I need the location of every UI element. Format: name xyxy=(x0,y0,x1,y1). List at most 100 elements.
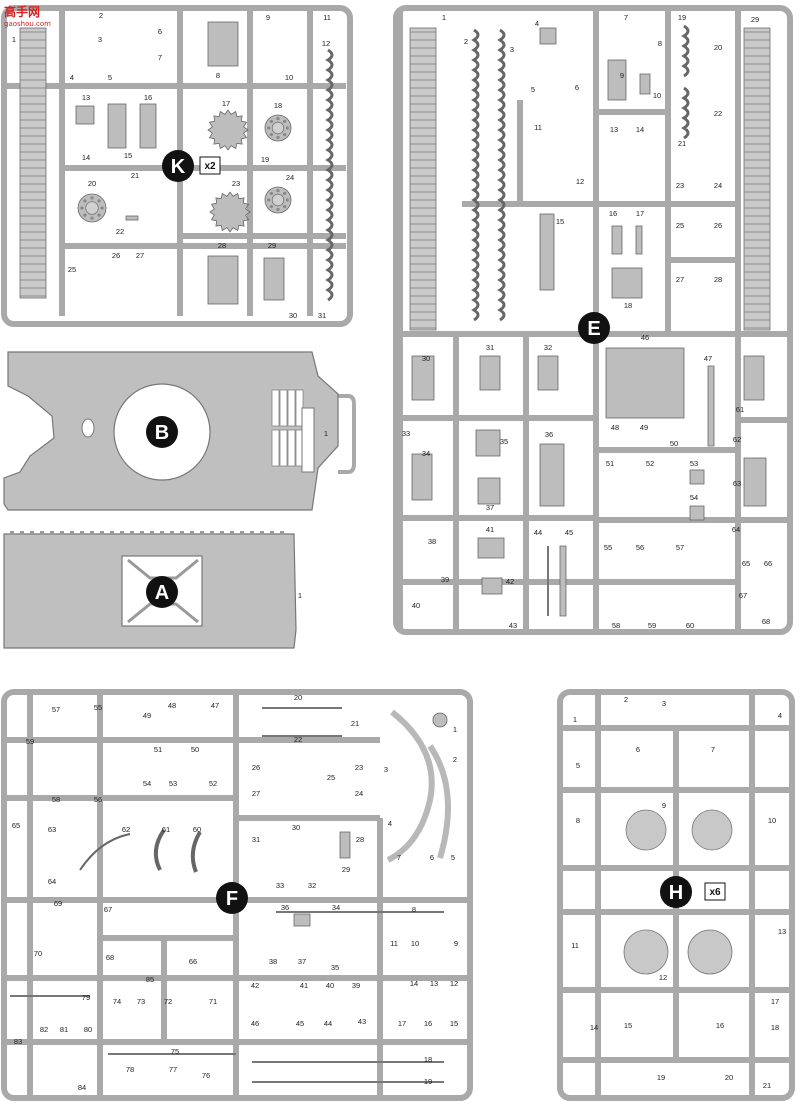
part-number-e-2: 2 xyxy=(464,37,468,46)
part-number-f-85: 85 xyxy=(146,975,154,984)
part-number-f-76: 76 xyxy=(202,1071,210,1080)
drive-sprocket-k17 xyxy=(207,109,249,151)
part-number-f-60: 60 xyxy=(193,825,201,834)
small-part xyxy=(479,355,501,391)
part-number-f-12: 12 xyxy=(450,979,458,988)
small-part xyxy=(411,453,433,501)
road-wheel-k24-bolt xyxy=(285,198,289,202)
part-number-f-9: 9 xyxy=(454,939,458,948)
hull-bolt xyxy=(250,531,254,535)
hull-bolt xyxy=(230,531,234,535)
road-wheel-k20-bolt xyxy=(90,216,94,220)
engine-grille xyxy=(287,429,296,467)
part-number-f-69: 69 xyxy=(54,899,62,908)
sprue-badge-b xyxy=(146,416,178,448)
road-wheel-k18-bolt xyxy=(276,135,280,139)
part-number-f-51: 51 xyxy=(154,745,162,754)
part-number-f-56: 56 xyxy=(94,795,102,804)
plate-e45 xyxy=(559,545,567,617)
part-number-f-33: 33 xyxy=(276,881,284,890)
part-number-e-35: 35 xyxy=(500,437,508,446)
part-number-f-26: 26 xyxy=(252,763,260,772)
part-number-f-19: 19 xyxy=(424,1077,432,1086)
part-number-e-58: 58 xyxy=(612,621,620,630)
hull-bolt xyxy=(140,531,144,535)
part-number-h-16: 16 xyxy=(716,1021,724,1030)
part-number-h-13: 13 xyxy=(778,927,786,936)
hull-bolt xyxy=(280,531,284,535)
road-wheel-k18-bolt xyxy=(269,119,273,123)
hull-bolt xyxy=(120,531,124,535)
part-number-e-17: 17 xyxy=(636,209,644,218)
hull-bolt xyxy=(50,531,54,535)
part-number-f-73: 73 xyxy=(137,997,145,1006)
part-number-e-43: 43 xyxy=(509,621,517,630)
small-part xyxy=(125,215,139,221)
part-number-e-34: 34 xyxy=(422,449,430,458)
part-number-f-34: 34 xyxy=(332,903,340,912)
hull-bolt xyxy=(220,531,224,535)
part-number-f-37: 37 xyxy=(298,957,306,966)
part-number-f-15: 15 xyxy=(450,1019,458,1028)
part-number-e-6: 6 xyxy=(575,83,579,92)
multiplier-box-k xyxy=(199,156,221,175)
part-number-f-18: 18 xyxy=(424,1055,432,1064)
part-number-k-17: 17 xyxy=(222,99,230,108)
part-number-e-18: 18 xyxy=(624,301,632,310)
part-number-f-40: 40 xyxy=(326,981,334,990)
part-number-f-63: 63 xyxy=(48,825,56,834)
part-number-h-17: 17 xyxy=(771,997,779,1006)
part-number-e-41: 41 xyxy=(486,525,494,534)
part-number-f-24: 24 xyxy=(355,789,363,798)
road-wheel-k18-bolt xyxy=(283,119,287,123)
part-number-f-45: 45 xyxy=(296,1019,304,1028)
part-number-f-25: 25 xyxy=(327,773,335,782)
sprue-badge-label-e: E xyxy=(587,318,600,340)
track-strip-e1 xyxy=(409,27,437,331)
part-number-f-54: 54 xyxy=(143,779,151,788)
track-strip-e29 xyxy=(743,27,771,331)
part-number-e-28: 28 xyxy=(714,275,722,284)
road-wheel-h3 xyxy=(687,929,733,975)
part-number-e-37: 37 xyxy=(486,503,494,512)
road-wheel-k24-hub xyxy=(271,193,285,207)
watermark: 高手网 gaoshou.com xyxy=(4,4,51,28)
road-wheel-k24-bolt xyxy=(276,189,280,193)
sprue-b-runner xyxy=(338,394,356,474)
part-number-e-67: 67 xyxy=(739,591,747,600)
part-number-e-54: 54 xyxy=(690,493,698,502)
part-number-h-11: 11 xyxy=(571,941,579,950)
part-number-h-5: 5 xyxy=(576,761,580,770)
part-number-f-84: 84 xyxy=(78,1083,86,1092)
hull-bolt xyxy=(150,531,154,535)
part-number-f-35: 35 xyxy=(331,963,339,972)
part-number-h-19: 19 xyxy=(657,1073,665,1082)
small-part xyxy=(539,27,557,45)
handle-f62 xyxy=(79,833,131,871)
small-part xyxy=(411,355,435,401)
part-number-f-71: 71 xyxy=(209,997,217,1006)
small-part xyxy=(477,537,505,559)
part-number-e-55: 55 xyxy=(604,543,612,552)
hull-bolt xyxy=(90,531,94,535)
part-number-e-26: 26 xyxy=(714,221,722,230)
part-number-e-44: 44 xyxy=(534,528,542,537)
track-links-e21 xyxy=(681,86,690,140)
part-number-f-43: 43 xyxy=(358,1017,366,1026)
sprue-badge-f xyxy=(216,882,248,914)
part-number-h-20: 20 xyxy=(725,1073,733,1082)
part-number-h-8: 8 xyxy=(576,816,580,825)
road-wheel-k18-bolt xyxy=(285,126,289,130)
part-number-k-23: 23 xyxy=(232,179,240,188)
road-wheel-k20-hub xyxy=(85,201,99,215)
part-number-f-6: 6 xyxy=(430,853,434,862)
part-number-e-7: 7 xyxy=(624,13,628,22)
part-number-k-15: 15 xyxy=(124,151,132,160)
small-part xyxy=(635,225,643,255)
part-number-h-3: 3 xyxy=(662,699,666,708)
engine-grille xyxy=(287,389,296,427)
part-number-f-23: 23 xyxy=(355,763,363,772)
small-part xyxy=(475,429,501,457)
road-wheel-k20-bolt xyxy=(97,213,101,217)
part-number-k-1: 1 xyxy=(12,35,16,44)
